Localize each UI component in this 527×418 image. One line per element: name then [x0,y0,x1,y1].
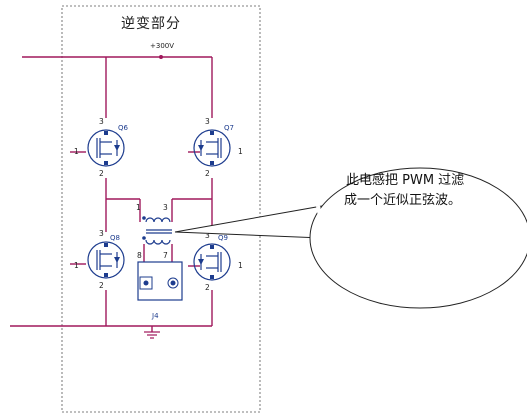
q6-pin-drain: 3 [99,117,104,126]
callout-line-2: 成一个近似正弦波。 [344,192,461,208]
q7-pin-drain: 3 [205,117,210,126]
q7-pin-source: 2 [205,169,210,178]
q8-pin-drain: 3 [99,229,104,238]
q9-pin-source: 2 [205,283,210,292]
module-boundary [61,5,261,413]
transistor-q9[interactable]: Q9 3 2 1 [193,231,243,292]
wiring [10,56,213,332]
q9-pin-gate: 1 [238,261,243,270]
callout-bubble: 此电感把 PWM 过滤 成一个近似正弦波。 [174,167,527,309]
q7-pin-gate: 1 [238,147,243,156]
connector-j4[interactable]: J4 [137,261,183,320]
q9-label: Q9 [218,234,228,242]
transistor-q6[interactable]: Q6 3 2 1 [74,117,129,178]
transistor-q8[interactable]: Q8 3 2 1 [74,229,125,290]
inductor-pin-8: 8 [137,251,142,260]
q6-pin-source: 2 [99,169,104,178]
connector-label: J4 [151,312,159,320]
q6-label: Q6 [118,124,129,132]
transistor-q7[interactable]: Q7 3 2 1 [193,117,243,178]
q8-label: Q8 [110,234,120,242]
q6-pin-gate: 1 [74,147,79,156]
callout-line-1: 此电感把 PWM 过滤 [346,172,464,188]
inductor-pin-7: 7 [163,251,168,260]
q8-pin-source: 2 [99,281,104,290]
inductor-pin-1: 1 [136,203,141,212]
ground-icon [144,331,160,339]
section-title: 逆变部分 [121,16,181,32]
supply-label: +300V [150,42,174,50]
q8-pin-gate: 1 [74,261,79,270]
inductor-pin-3: 3 [163,203,168,212]
inductor-icon[interactable]: 1 3 8 7 [136,203,172,260]
q9-pin-drain: 3 [205,231,210,240]
q7-label: Q7 [224,124,234,132]
